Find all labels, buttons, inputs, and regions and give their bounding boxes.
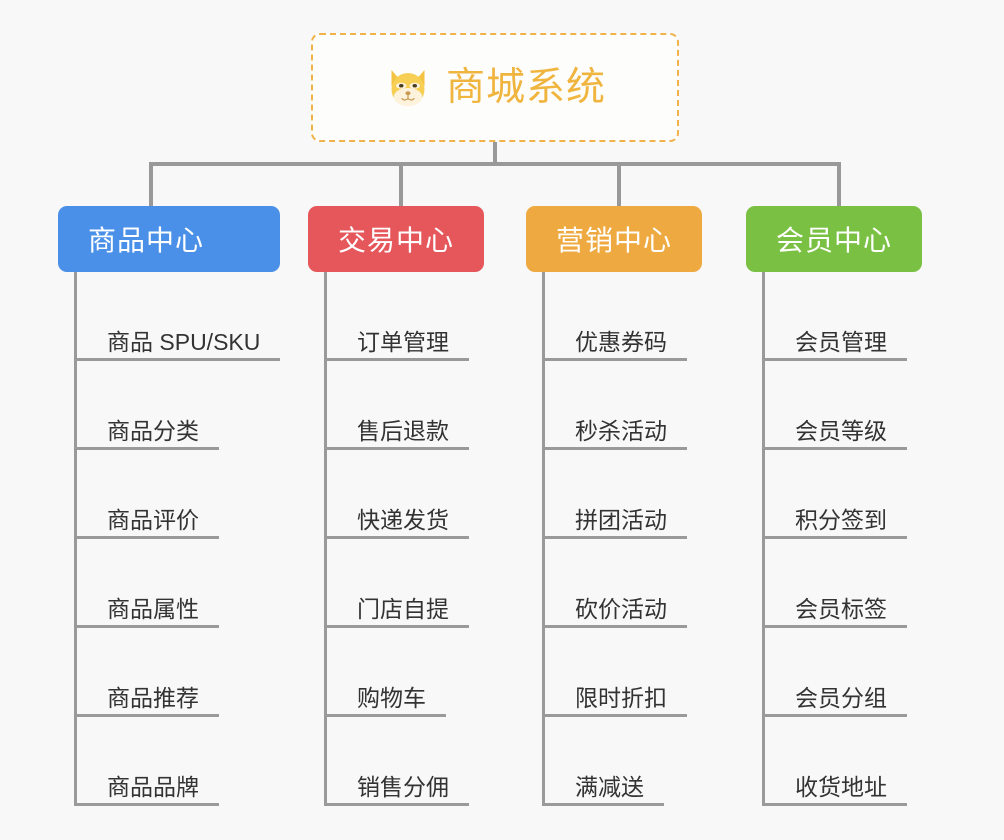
- leaf-underline: [542, 714, 687, 717]
- leaf-label: 会员标签: [795, 596, 887, 623]
- leaf-underline: [542, 803, 664, 806]
- leaf-item[interactable]: 快递发货: [324, 450, 484, 539]
- leaf-label: 购物车: [357, 685, 426, 712]
- leaf-label: 会员管理: [795, 329, 887, 356]
- branch-drop-connector-3: [837, 162, 841, 208]
- leaf-underline: [324, 447, 469, 450]
- leaf-item[interactable]: 订单管理: [324, 272, 484, 361]
- leaf-label: 商品 SPU/SKU: [107, 329, 261, 356]
- leaf-underline: [762, 625, 907, 628]
- leaf-underline: [74, 803, 219, 806]
- leaf-label: 商品推荐: [107, 685, 199, 712]
- leaf-item[interactable]: 优惠券码: [542, 272, 702, 361]
- leaf-underline: [762, 536, 907, 539]
- leaf-underline: [762, 803, 907, 806]
- leaf-label: 门店自提: [357, 596, 449, 623]
- leaf-underline: [74, 625, 219, 628]
- leaf-item[interactable]: 拼团活动: [542, 450, 702, 539]
- leaf-underline: [324, 358, 469, 361]
- leaf-underline: [74, 447, 219, 450]
- branch-column-trade: 交易中心 订单管理 售后退款 快递发货 门店自提 购物车: [308, 206, 485, 806]
- leaf-item[interactable]: 收货地址: [762, 717, 922, 806]
- branch-column-product: 商品中心 商品 SPU/SKU 商品分类 商品评价 商品属性 商品推荐: [58, 206, 281, 806]
- leaf-label: 商品品牌: [107, 774, 199, 801]
- leaf-item[interactable]: 满减送: [542, 717, 702, 806]
- leaf-item[interactable]: 会员等级: [762, 361, 922, 450]
- leaf-label: 商品属性: [107, 596, 199, 623]
- leaf-underline: [324, 714, 446, 717]
- leaf-label: 订单管理: [357, 329, 449, 356]
- leaf-underline: [542, 358, 687, 361]
- leaf-underline: [324, 536, 469, 539]
- leaf-item[interactable]: 商品评价: [74, 450, 280, 539]
- leaf-label: 售后退款: [357, 418, 449, 445]
- leaf-underline: [74, 536, 219, 539]
- branch-drop-connector-1: [399, 162, 403, 208]
- root-node[interactable]: 商城系统: [311, 33, 679, 142]
- leaf-label: 收货地址: [795, 774, 887, 801]
- leaf-underline: [762, 447, 907, 450]
- leaf-item[interactable]: 商品推荐: [74, 628, 280, 717]
- leaf-label: 会员等级: [795, 418, 887, 445]
- column-header-label: 商品中心: [88, 225, 205, 256]
- leaf-underline: [324, 803, 469, 806]
- leaf-item[interactable]: 商品分类: [74, 361, 280, 450]
- leaf-label: 满减送: [575, 774, 644, 801]
- leaf-underline: [324, 625, 469, 628]
- leaf-underline: [74, 714, 219, 717]
- leaf-label: 优惠券码: [575, 329, 667, 356]
- leaf-label: 会员分组: [795, 685, 887, 712]
- leaf-item[interactable]: 销售分佣: [324, 717, 484, 806]
- leaf-label: 销售分佣: [357, 774, 449, 801]
- leaf-item[interactable]: 会员分组: [762, 628, 922, 717]
- leaf-label: 砍价活动: [575, 596, 667, 623]
- leaf-underline: [542, 536, 687, 539]
- column-header-label: 营销中心: [556, 225, 673, 256]
- leaf-label: 积分签到: [795, 507, 887, 534]
- leaf-label: 商品评价: [107, 507, 199, 534]
- leaf-item[interactable]: 商品 SPU/SKU: [74, 272, 281, 361]
- root-stem-connector: [493, 142, 497, 164]
- leaf-item[interactable]: 积分签到: [762, 450, 922, 539]
- leaf-underline: [542, 625, 687, 628]
- column-header-label: 交易中心: [338, 225, 455, 256]
- column-header-trade[interactable]: 交易中心: [308, 206, 485, 272]
- leaf-item[interactable]: 商品属性: [74, 539, 280, 628]
- leaf-underline: [762, 714, 907, 717]
- dog-face-icon: [384, 64, 432, 112]
- leaf-label: 拼团活动: [575, 507, 667, 534]
- leaf-item[interactable]: 会员标签: [762, 539, 922, 628]
- column-header-product[interactable]: 商品中心: [58, 206, 281, 272]
- branch-column-member: 会员中心 会员管理 会员等级 积分签到 会员标签 会员分组: [746, 206, 923, 806]
- column-header-marketing[interactable]: 营销中心: [526, 206, 703, 272]
- leaf-label: 秒杀活动: [575, 418, 667, 445]
- root-title: 商城系统: [445, 66, 606, 109]
- leaf-list-product: 商品 SPU/SKU 商品分类 商品评价 商品属性 商品推荐 商品品牌: [74, 272, 281, 806]
- leaf-item[interactable]: 门店自提: [324, 539, 484, 628]
- leaf-item[interactable]: 会员管理: [762, 272, 922, 361]
- branch-drop-connector-2: [617, 162, 621, 208]
- leaf-underline: [542, 447, 687, 450]
- leaf-underline: [762, 358, 907, 361]
- branch-drop-connector-0: [149, 162, 153, 208]
- leaf-list-trade: 订单管理 售后退款 快递发货 门店自提 购物车 销售分佣: [324, 272, 484, 806]
- leaf-label: 商品分类: [107, 418, 199, 445]
- leaf-list-member: 会员管理 会员等级 积分签到 会员标签 会员分组 收货地址: [762, 272, 922, 806]
- branch-column-marketing: 营销中心 优惠券码 秒杀活动 拼团活动 砍价活动 限时折扣: [526, 206, 703, 806]
- leaf-item[interactable]: 砍价活动: [542, 539, 702, 628]
- leaf-label: 快递发货: [357, 507, 449, 534]
- leaf-item[interactable]: 限时折扣: [542, 628, 702, 717]
- column-header-label: 会员中心: [776, 225, 893, 256]
- leaf-item[interactable]: 售后退款: [324, 361, 484, 450]
- leaf-label: 限时折扣: [575, 685, 667, 712]
- leaf-list-marketing: 优惠券码 秒杀活动 拼团活动 砍价活动 限时折扣 满减送: [542, 272, 702, 806]
- leaf-underline: [74, 358, 281, 361]
- leaf-item[interactable]: 购物车: [324, 628, 484, 717]
- column-header-member[interactable]: 会员中心: [746, 206, 923, 272]
- leaf-item[interactable]: 秒杀活动: [542, 361, 702, 450]
- leaf-item[interactable]: 商品品牌: [74, 717, 280, 806]
- branch-bar-connector: [149, 162, 841, 166]
